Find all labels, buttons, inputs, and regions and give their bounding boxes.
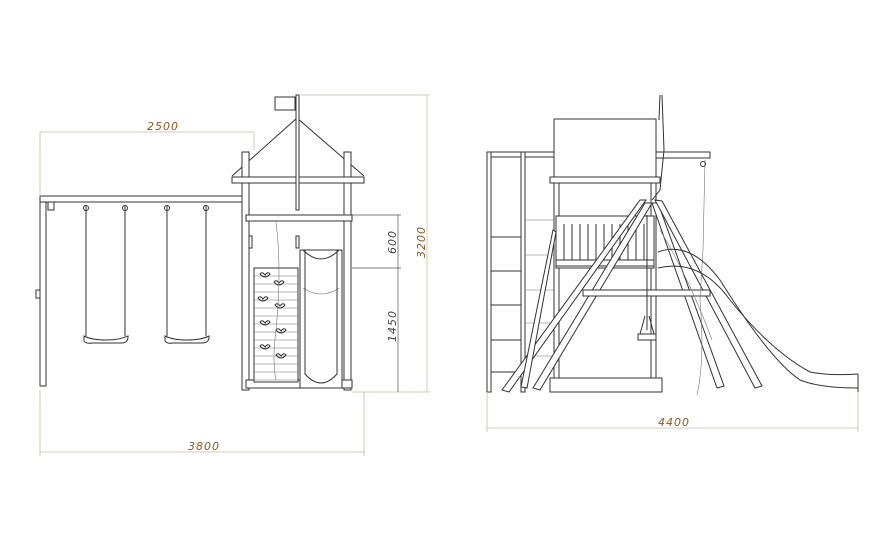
side-dimensions: 4400 xyxy=(486,392,859,432)
a-frame xyxy=(501,159,763,396)
slide-side xyxy=(657,248,859,392)
climbing-hold xyxy=(259,272,271,278)
dim-2500-label: 2500 xyxy=(147,120,179,133)
climbing-hold xyxy=(275,328,287,334)
dim-3200-label: 3200 xyxy=(415,226,428,258)
dim-3800-label: 3800 xyxy=(188,440,220,453)
climbing-hold xyxy=(257,296,269,302)
swing-seat-left xyxy=(83,205,129,344)
climbing-hold xyxy=(259,344,271,350)
dim-1450-label: 1450 xyxy=(386,310,399,342)
front-view: 2500 3800 3200 600 1450 xyxy=(35,94,430,456)
climbing-hold xyxy=(274,303,286,309)
climbing-hold xyxy=(259,320,271,326)
swing-seat-right xyxy=(164,205,210,344)
climbing-hold xyxy=(275,353,287,359)
tower-front xyxy=(231,94,365,391)
dim-4400-label: 4400 xyxy=(658,416,690,429)
side-view: 4400 xyxy=(486,94,859,432)
climbing-wall xyxy=(253,267,299,383)
front-dimensions: 2500 3800 3200 600 1450 xyxy=(39,94,430,456)
dim-600-label: 600 xyxy=(386,230,399,254)
slide-front xyxy=(299,249,343,389)
ladder xyxy=(486,151,556,393)
swing-frame xyxy=(35,195,247,387)
tower-side xyxy=(549,94,711,393)
